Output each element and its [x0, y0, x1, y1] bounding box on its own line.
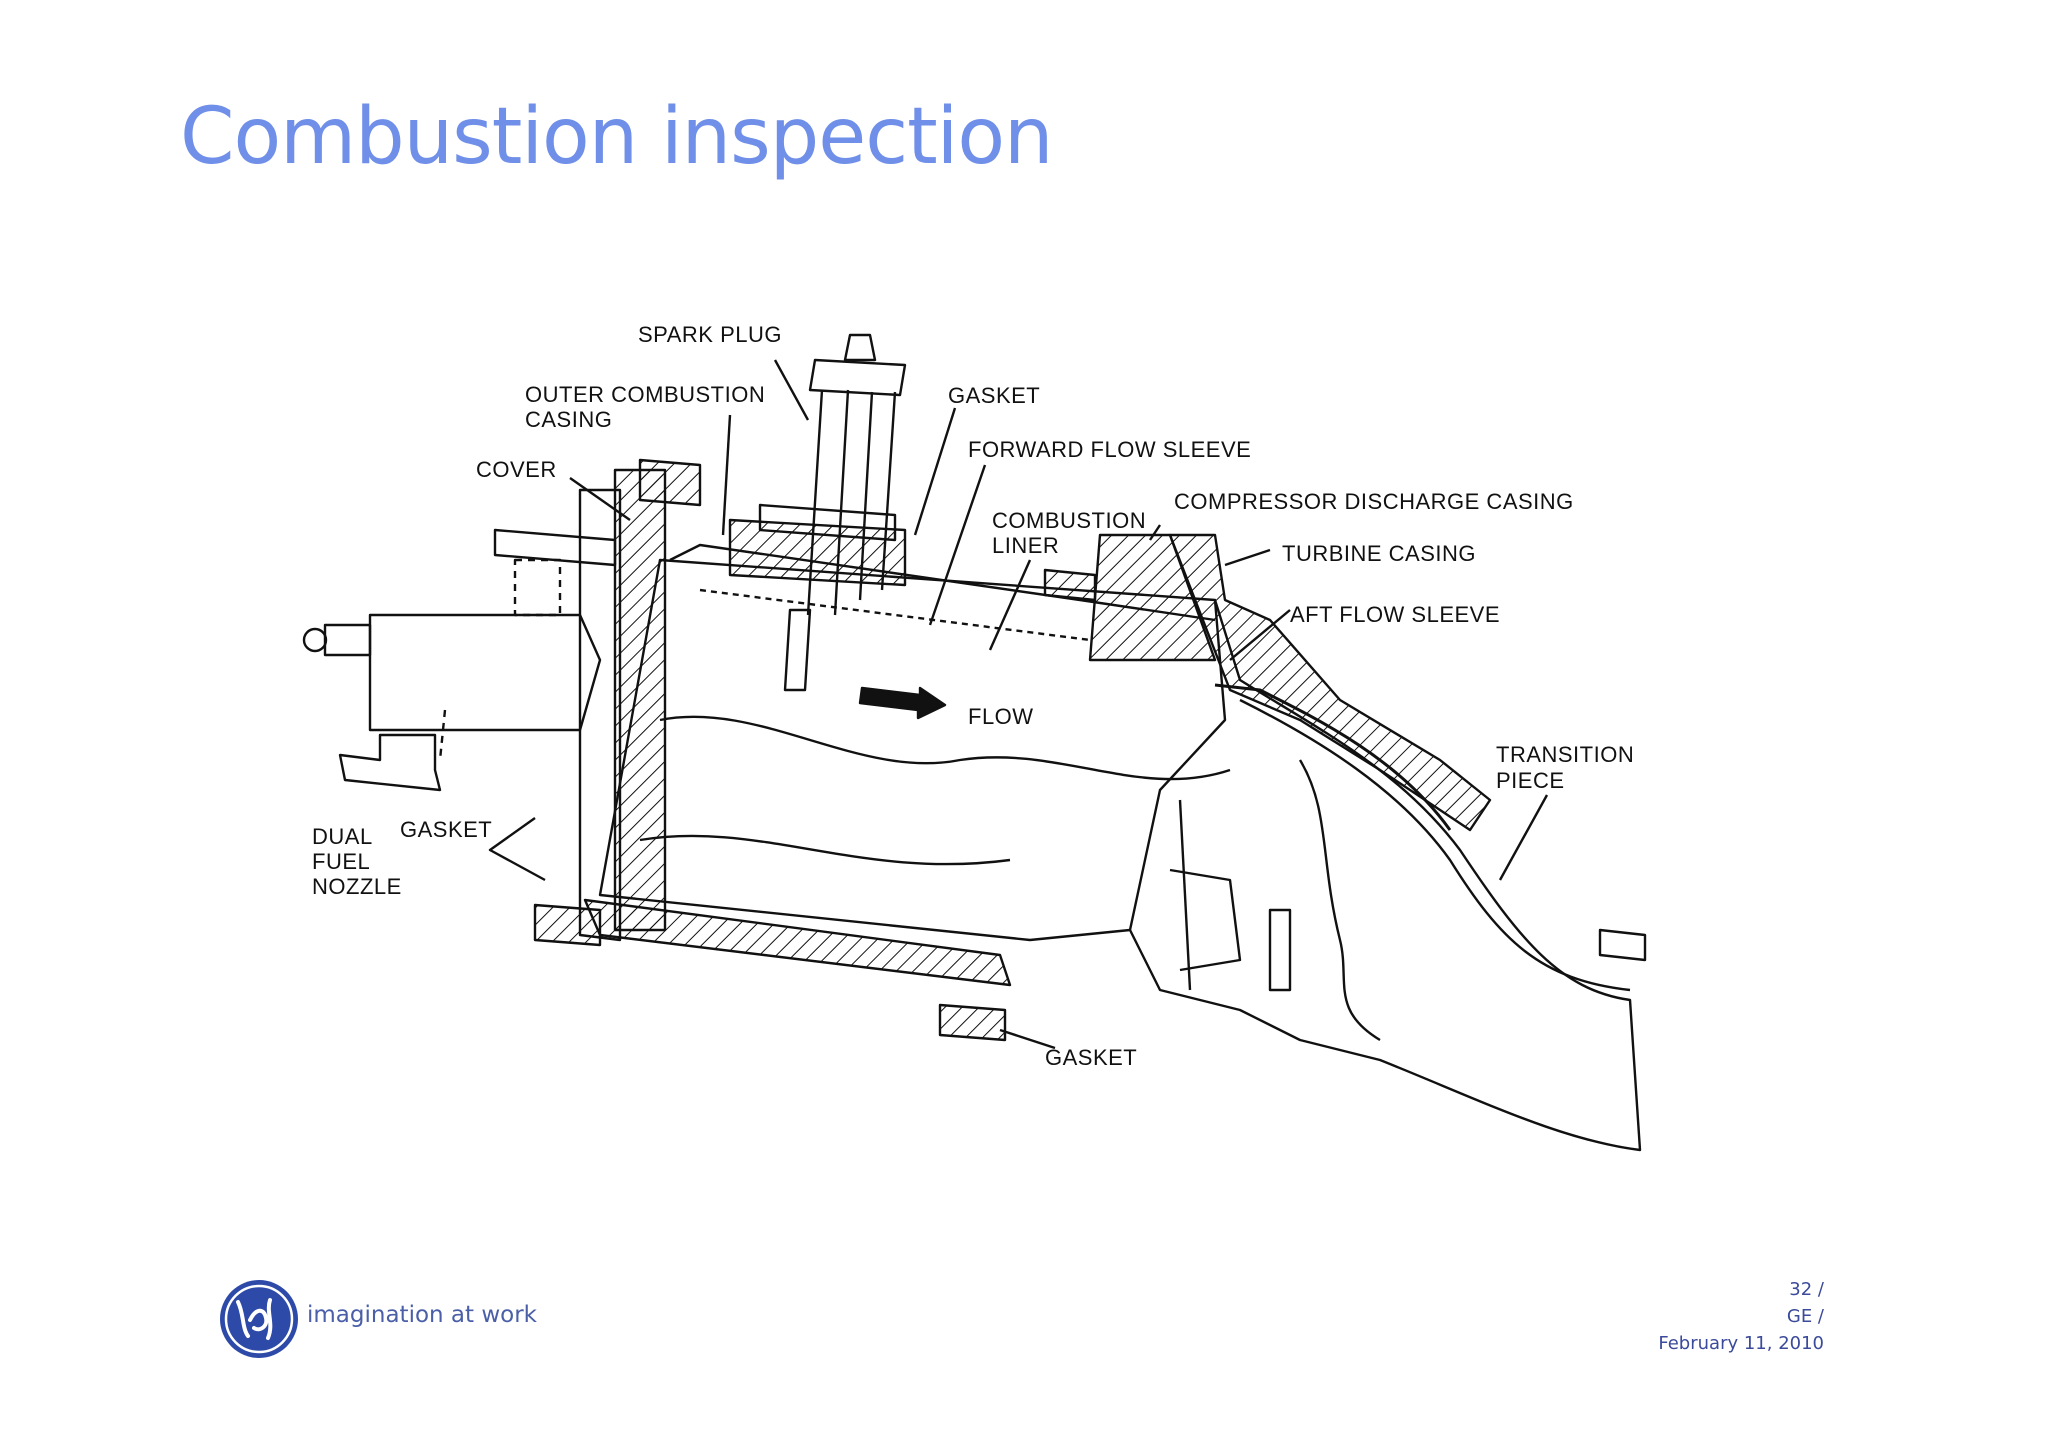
- footer-date: February 11, 2010: [1658, 1333, 1824, 1354]
- label-cover: COVER: [476, 457, 557, 482]
- label-outer-combustion-casing-2: CASING: [525, 407, 613, 432]
- label-gasket-bottom: GASKET: [1045, 1045, 1138, 1070]
- slide-footer: 32 / GE / February 11, 2010: [1658, 1276, 1824, 1357]
- logo-tagline: imagination at work: [307, 1302, 537, 1328]
- label-transition-piece: TRANSITION: [1496, 742, 1635, 767]
- label-gasket-left: GASKET: [400, 817, 493, 842]
- label-combustion-liner-2: LINER: [992, 533, 1060, 558]
- label-flow: FLOW: [968, 704, 1034, 729]
- page-number: 32 /: [1789, 1279, 1824, 1300]
- spark-plug-mount: [728, 518, 907, 587]
- liner-break-line: [659, 715, 1231, 781]
- label-dual-fuel-nozzle-2: FUEL: [312, 849, 371, 874]
- label-outer-combustion-casing: OUTER COMBUSTION: [525, 382, 766, 407]
- compressor-discharge-casing: [1088, 533, 1217, 662]
- front-cover: [613, 468, 667, 932]
- turbine-casing: [1168, 533, 1492, 832]
- liner-break-line-2: [639, 834, 1011, 866]
- label-compressor-discharge-casing: COMPRESSOR DISCHARGE CASING: [1174, 489, 1574, 514]
- ge-logo-icon: [220, 1280, 298, 1358]
- label-transition-piece-2: PIECE: [1496, 768, 1565, 793]
- dual-fuel-nozzle: [368, 613, 602, 732]
- label-gasket-top: GASKET: [948, 383, 1041, 408]
- label-spark-plug: SPARK PLUG: [638, 322, 782, 347]
- flow-arrow: [858, 686, 947, 720]
- label-dual-fuel-nozzle-3: NOZZLE: [312, 874, 402, 899]
- footer-company: GE /: [1786, 1306, 1824, 1327]
- spark-plug: [808, 358, 907, 397]
- label-aft-flow-sleeve: AFT FLOW SLEEVE: [1290, 602, 1501, 627]
- label-turbine-casing: TURBINE CASING: [1282, 541, 1477, 566]
- label-forward-flow-sleeve: FORWARD FLOW SLEEVE: [968, 437, 1252, 462]
- page-title: Combustion inspection: [180, 92, 1053, 182]
- transition-inner-line: [1239, 698, 1631, 992]
- label-dual-fuel-nozzle: DUAL: [312, 824, 373, 849]
- label-combustion-liner: COMBUSTION: [992, 508, 1147, 533]
